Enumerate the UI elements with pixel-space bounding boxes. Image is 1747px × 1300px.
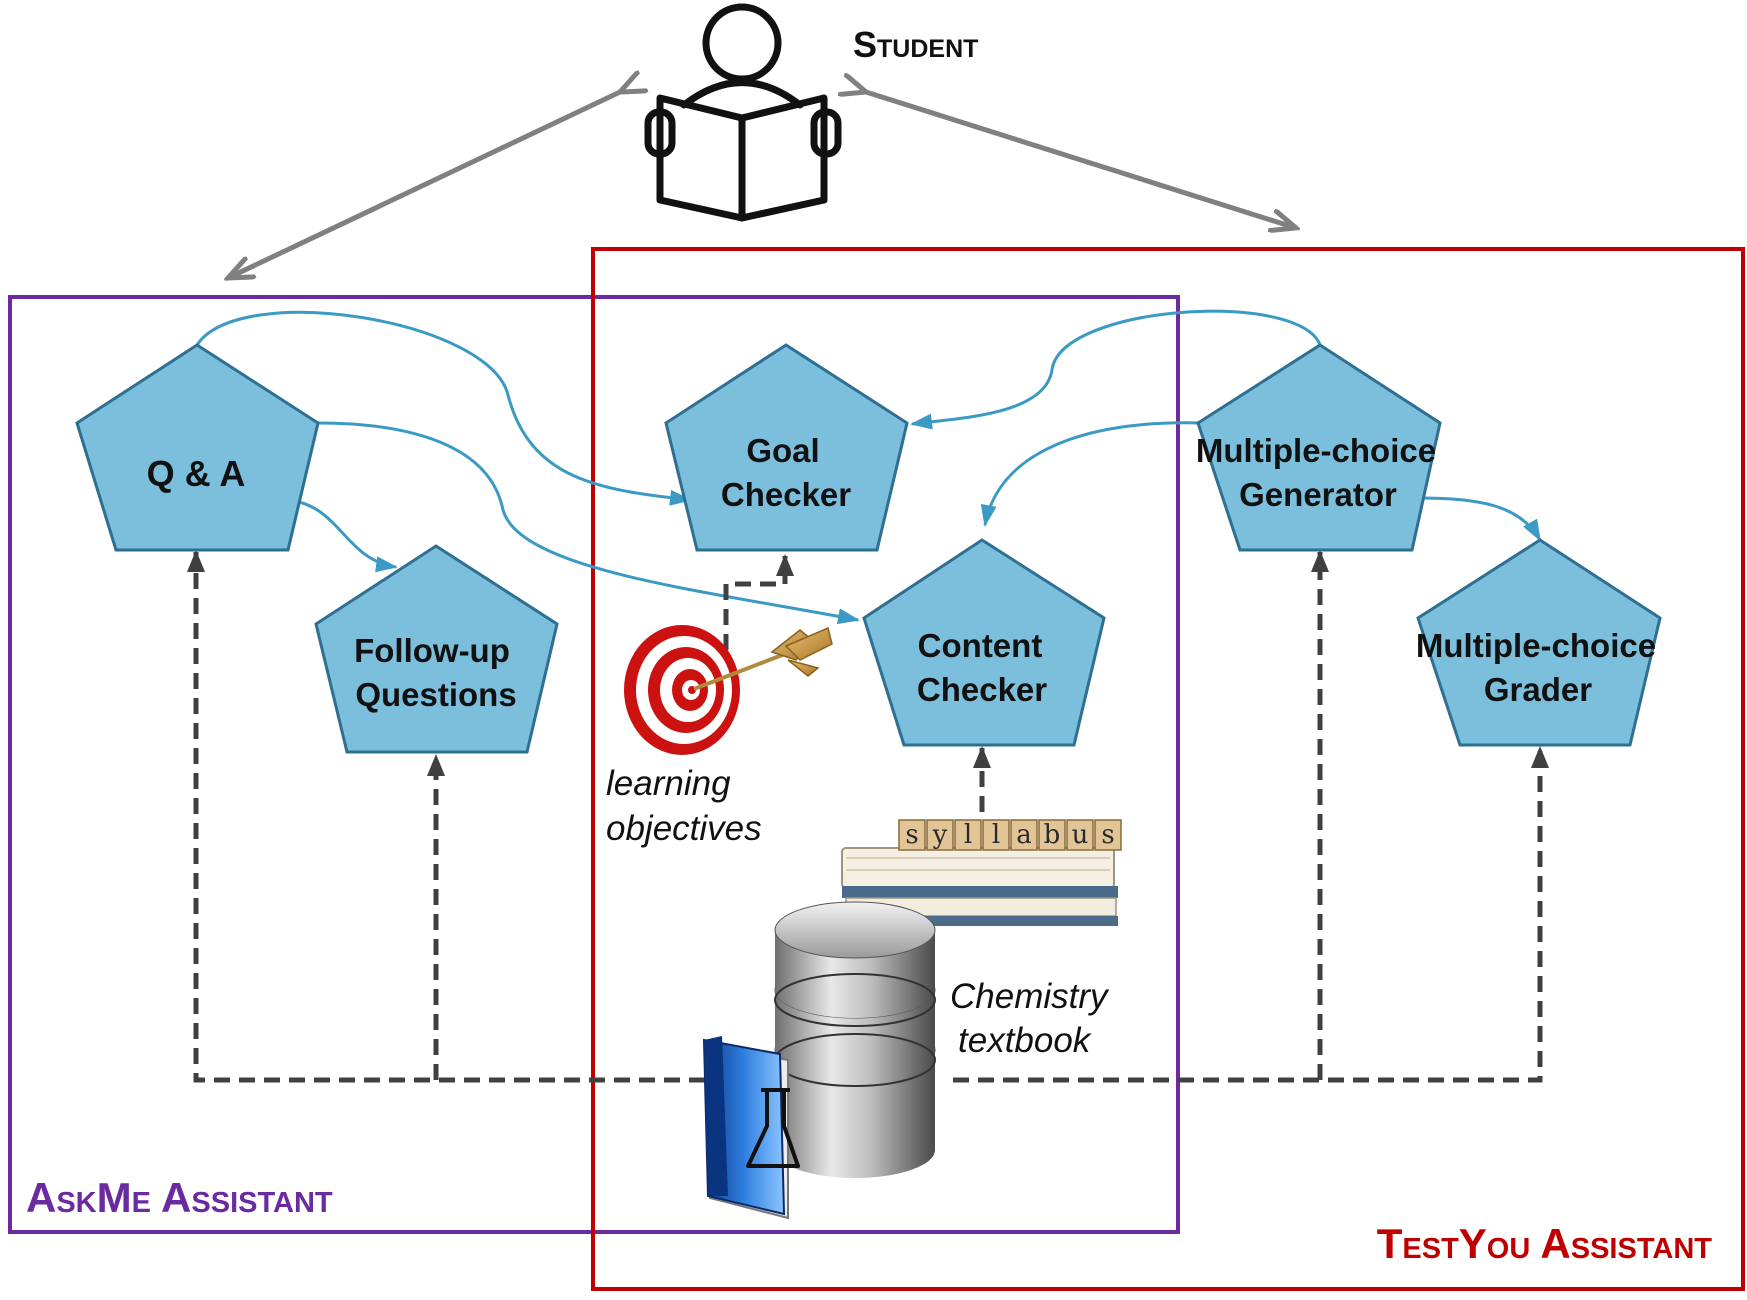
content-node-label-2: Checker [917, 671, 1047, 708]
textbook-to-mcgen-dashed [953, 746, 1549, 1083]
textbook-to-qa-dashed [187, 550, 705, 1083]
objectives-label-1: learning [606, 764, 731, 803]
syllabus-tile: l [982, 819, 1010, 851]
syllabus-tile: y [926, 819, 954, 851]
chemistry-book-icon [702, 1036, 800, 1220]
student-testyou-arrow [866, 92, 1296, 228]
syllabus-letter: y [932, 820, 948, 850]
testyou-region [591, 247, 1745, 1291]
objectives-label-2: objectives [606, 809, 762, 848]
qa-node [75, 343, 320, 552]
objectives-to-goal-dashed [723, 554, 794, 650]
mcgrader-node-label-1: Multiple-choice [1416, 627, 1656, 664]
textbook-label-2: textbook [958, 1021, 1092, 1060]
syllabus-letter: l [964, 820, 972, 850]
goal-node-label-1: Goal [746, 432, 819, 469]
followup-node-label-2: Questions [355, 676, 516, 713]
database-icon [774, 901, 936, 1178]
dart-icon [693, 626, 833, 691]
syllabus-tile: s [898, 819, 926, 851]
syllabus-tile: b [1038, 819, 1066, 851]
mcgen-node-label-2: Generator [1239, 476, 1397, 513]
goal-node-label-2: Checker [721, 476, 851, 513]
goal-checker-node [664, 343, 909, 552]
mcgen-to-goal-arrow [910, 309, 1322, 430]
student-reading-icon [644, 3, 842, 222]
student-label: Student [853, 24, 978, 65]
target-icon [624, 625, 740, 755]
student-askme-arrow [228, 92, 620, 278]
mc-generator-node [1196, 343, 1442, 552]
testyou-region-label: TestYou Assistant [1377, 1220, 1713, 1267]
mcgrader-node-label-2: Grader [1484, 671, 1592, 708]
qa-node-label: Q & A [147, 453, 246, 494]
syllabus-letter: b [1044, 820, 1061, 850]
content-node-label-1: Content [918, 627, 1043, 664]
textbook-label-1: Chemistry [950, 977, 1110, 1016]
qa-to-followup-arrow [287, 498, 398, 573]
qa-to-goal-arrow [195, 310, 692, 506]
syllabus-tile: a [1010, 819, 1038, 851]
syllabus-tile: s [1094, 819, 1122, 851]
followup-node-label-1: Follow-up [354, 632, 510, 669]
syllabus-letter: s [1101, 820, 1114, 850]
followup-node [314, 544, 559, 754]
syllabus-letter: a [1016, 820, 1032, 850]
mcgen-node-label-1: Multiple-choice [1196, 432, 1436, 469]
mcgen-to-content-arrow [980, 421, 1201, 527]
askme-region-label: AskMe Assistant [26, 1174, 333, 1221]
syllabus-letter: s [905, 820, 918, 850]
mc-grader-node [1416, 538, 1662, 747]
syllabus-letter: u [1072, 820, 1089, 850]
mcgen-to-grader-arrow [1415, 496, 1542, 542]
syllabus-books-icon [841, 847, 1118, 926]
content-checker-node [862, 538, 1106, 747]
syllabus-tile: u [1066, 819, 1094, 851]
syllabus-tile: l [954, 819, 982, 851]
syllabus-letter: l [992, 820, 1000, 850]
